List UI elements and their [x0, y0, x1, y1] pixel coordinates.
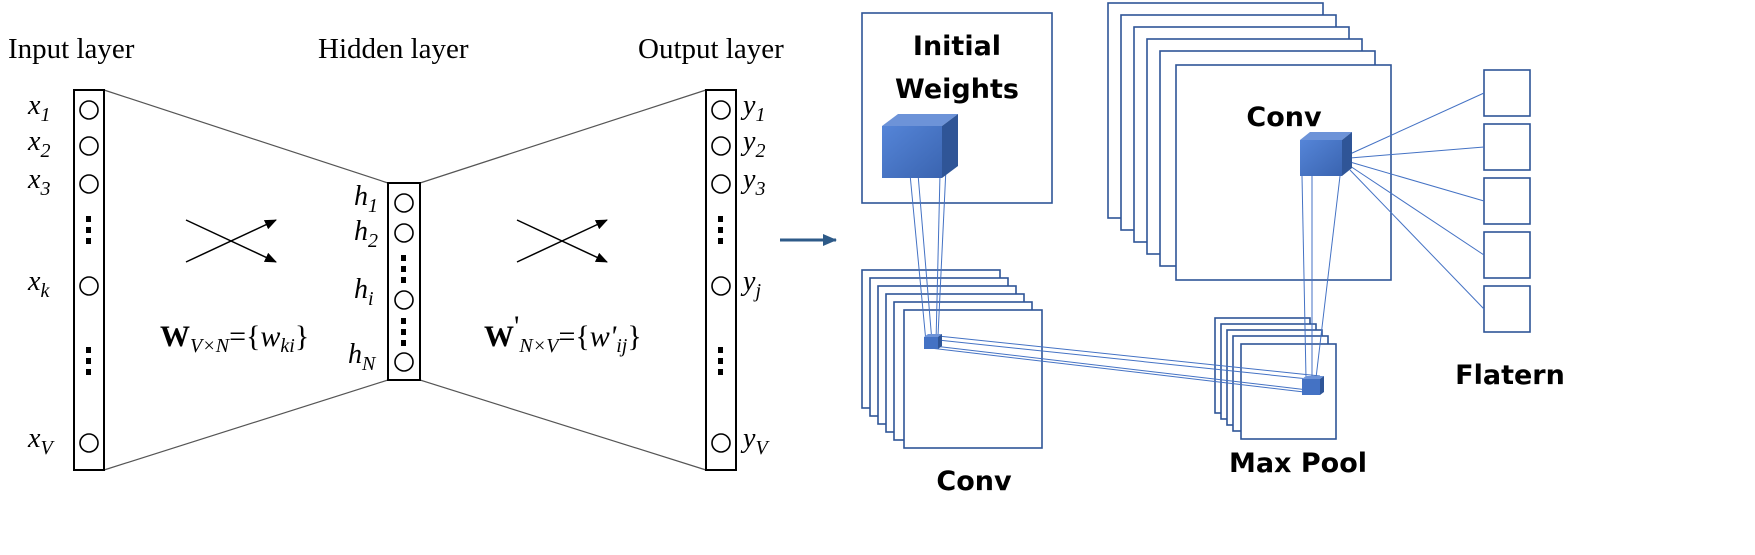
flatten-unit — [1483, 285, 1531, 333]
flatten-label: Flatern — [1455, 360, 1565, 391]
conv-feature-map-stack-bottom — [861, 269, 1043, 449]
hidden-node — [394, 223, 414, 243]
neural-network-diagram: Input layer Hidden layer Output layer x1 — [8, 33, 784, 471]
flatten-unit — [1483, 231, 1531, 279]
input-label-x2: x2 — [27, 126, 50, 162]
flatten-boxes — [1483, 69, 1531, 333]
initial-weights-label-line2: Weights — [895, 74, 1019, 105]
output-layer-header: Output layer — [638, 33, 784, 65]
hidden-layer-header: Hidden layer — [318, 33, 469, 65]
ellipsis-dots — [718, 216, 723, 375]
output-node — [711, 174, 731, 194]
hidden-node — [394, 193, 414, 213]
hidden-label-hn: hN — [348, 339, 377, 375]
output-label-y1: y1 — [740, 90, 765, 126]
output-layer-column — [705, 89, 737, 471]
weight-cross-arrows-left — [185, 219, 277, 263]
input-node — [79, 433, 99, 453]
output-node — [711, 136, 731, 156]
weight-matrix-formula-right: W'N×V={w'ij} — [484, 310, 642, 357]
input-label-xv: xV — [27, 423, 55, 459]
ellipsis-dots — [401, 255, 406, 346]
kernel-cube-max-pool — [1302, 376, 1324, 395]
output-node — [711, 100, 731, 120]
kernel-cube-small-conv — [924, 334, 942, 349]
kernel-cube-conv — [1300, 132, 1352, 176]
output-label-yj: yj — [740, 266, 761, 302]
output-node — [711, 433, 731, 453]
output-node — [711, 276, 731, 296]
weight-cross-arrows-right — [516, 219, 608, 263]
max-pool-stack — [1214, 317, 1337, 440]
hidden-labels: h1 h2 hi hN — [348, 181, 378, 375]
input-label-xk: xk — [27, 266, 50, 302]
hidden-label-h2: h2 — [354, 216, 378, 252]
conv-label-bottom: Conv — [936, 466, 1012, 497]
ellipsis-dots — [86, 216, 91, 375]
input-node — [79, 276, 99, 296]
output-labels: y1 y2 y3 yj yV — [740, 90, 770, 459]
input-label-x1: x1 — [27, 90, 50, 126]
hidden-node — [394, 290, 414, 310]
output-label-y3: y3 — [740, 164, 765, 200]
kernel-cube-initial — [882, 114, 958, 178]
input-node — [79, 136, 99, 156]
flatten-unit — [1483, 177, 1531, 225]
max-pool-label: Max Pool — [1229, 448, 1367, 479]
hidden-label-hi: hi — [354, 274, 374, 310]
hidden-node — [394, 352, 414, 372]
conv-label-top: Conv — [1246, 102, 1322, 133]
hidden-label-h1: h1 — [354, 181, 378, 217]
input-layer-column — [73, 89, 105, 471]
projection-lines — [909, 92, 1485, 393]
input-label-x3: x3 — [27, 164, 50, 200]
flatten-unit — [1483, 123, 1531, 171]
input-labels: x1 x2 x3 xk xV — [27, 90, 55, 459]
input-layer-header: Input layer — [8, 33, 135, 65]
initial-weights-label-line1: Initial — [913, 31, 1001, 62]
input-node — [79, 100, 99, 120]
output-label-yv: yV — [740, 423, 770, 459]
flatten-unit — [1483, 69, 1531, 117]
weight-matrix-formula-left: WV×N={wki} — [160, 320, 309, 357]
cnn-diagram: Initial Weights Conv Conv — [861, 2, 1565, 497]
hidden-layer-column — [387, 182, 421, 381]
input-node — [79, 174, 99, 194]
connection-lines — [103, 89, 707, 471]
output-label-y2: y2 — [740, 126, 765, 162]
